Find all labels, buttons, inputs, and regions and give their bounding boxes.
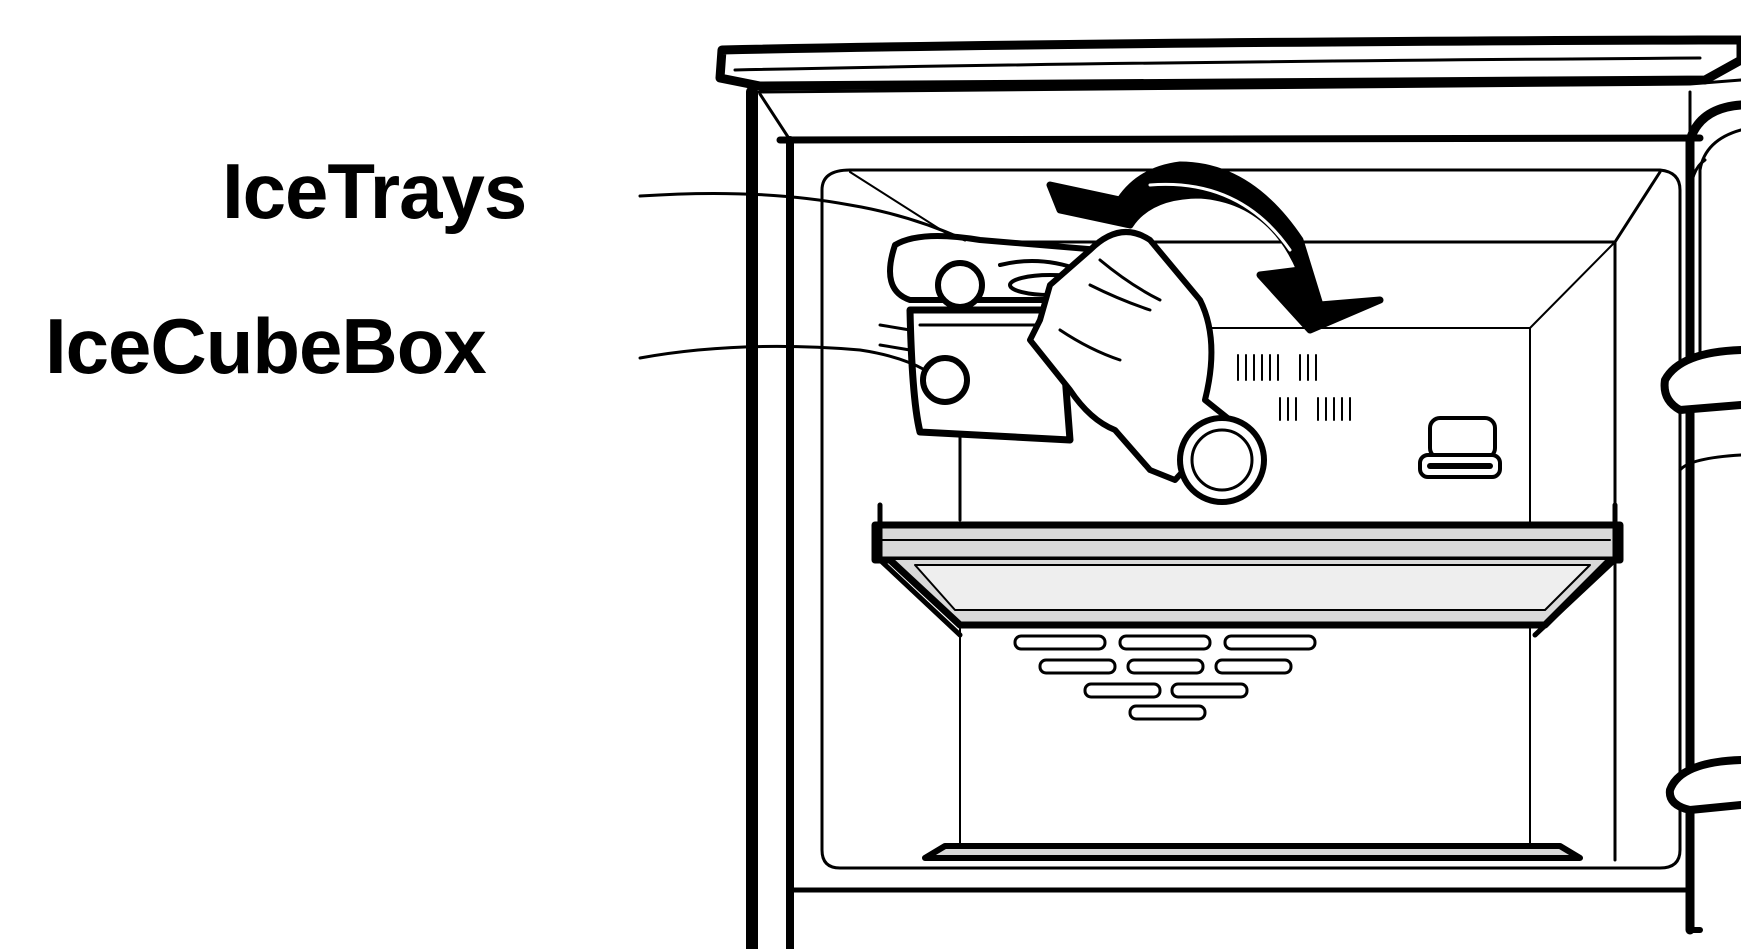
freezer-floor bbox=[925, 846, 1580, 858]
freezer-cabinet-walls bbox=[752, 92, 1700, 949]
label-ice-trays: IceTrays bbox=[222, 152, 526, 230]
control-panel-markings bbox=[1238, 355, 1500, 477]
leader-line-ice-cube-box bbox=[640, 346, 925, 370]
glass-shelf bbox=[875, 505, 1620, 635]
leader-line-ice-trays bbox=[640, 193, 965, 240]
label-ice-cube-box: IceCubeBox bbox=[45, 307, 486, 385]
freezer-cabinet-top bbox=[720, 40, 1741, 92]
control-knob bbox=[1180, 418, 1264, 502]
vent-slots bbox=[1015, 636, 1315, 719]
door-shelves bbox=[1665, 105, 1741, 930]
